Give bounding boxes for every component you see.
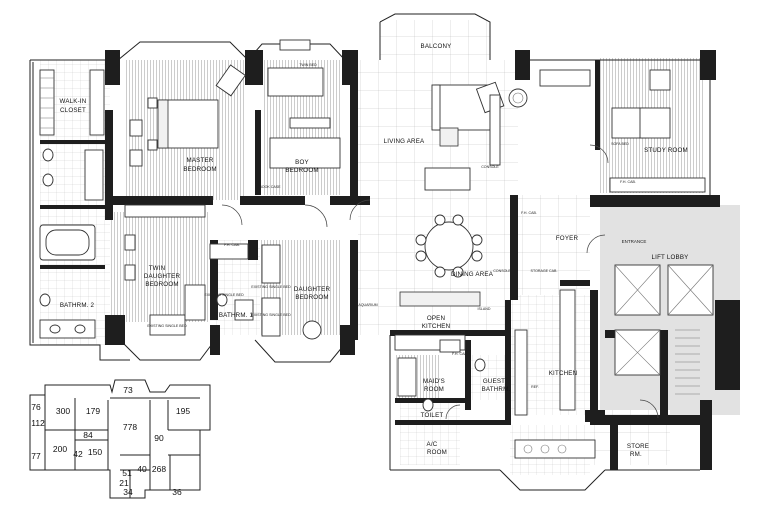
label-book-case: BOOK CASE	[259, 185, 281, 189]
key-area-112: 112	[31, 418, 45, 428]
label-daughter-bedroom-2: BEDROOM	[295, 294, 328, 301]
label-store-rm-1: STORE	[627, 443, 649, 450]
label-dining-area: DINING AREA	[451, 271, 494, 278]
label-store-rm-2: RM.	[630, 451, 642, 458]
label-fh-cab-1: F.H. CAB.	[224, 243, 240, 247]
label-master-bedroom-2: BEDROOM	[183, 166, 216, 173]
label-storage-cab: STORAGE CAB.	[531, 269, 558, 273]
label-maids-room-2: ROOM	[424, 386, 444, 393]
label-entrance: ENTRANCE	[622, 239, 647, 244]
label-existing-single-bed-1: EXISTING SINGLE BED	[204, 293, 244, 297]
label-open-kitchen-1: OPEN	[427, 315, 445, 322]
label-fh-cab-3: F.H. CAB.	[620, 180, 636, 184]
label-foyer: FOYER	[556, 235, 579, 242]
furniture	[39, 39, 714, 459]
label-walk-in-closet-2: CLOSET	[60, 107, 86, 114]
label-kitchen: KITCHEN	[549, 370, 578, 377]
label-living-area: LIVING AREA	[384, 138, 425, 145]
key-area-200: 200	[53, 444, 67, 454]
key-area-195: 195	[176, 406, 190, 416]
key-area-84: 84	[83, 430, 93, 440]
key-area-42: 42	[73, 449, 83, 459]
key-area-21: 21	[119, 478, 129, 488]
label-sofa-bed: SOFA BED	[611, 142, 629, 146]
key-area-73: 73	[123, 385, 133, 395]
key-area-40: 40	[137, 464, 147, 474]
label-ac-room-1: A/C	[427, 441, 438, 448]
walls	[29, 13, 740, 491]
label-twin-daughter-1: TWIN	[149, 265, 166, 272]
key-area-34: 34	[123, 487, 133, 497]
label-guest-bathrm-1: GUEST	[483, 378, 505, 385]
key-area-90: 90	[154, 433, 164, 443]
label-boy-bedroom-2: BEDROOM	[285, 167, 318, 174]
label-maids-room-1: MAID'S	[423, 378, 445, 385]
label-existing-single-bed-2: EXISTING SINGLE BED	[147, 324, 187, 328]
label-existing-single-bed-4: EXISTING SINGLE BED	[251, 313, 291, 317]
label-twin-daughter-2: DAUGHTER	[144, 273, 181, 280]
fixture-labels: TWIN BED BOOK CASE F.H. CAB. F.H. CAB. F…	[147, 63, 636, 389]
label-fh-cab-4: F.H. CAB.	[452, 352, 468, 356]
label-ref: REF.	[531, 385, 539, 389]
label-lift-lobby: LIFT LOBBY	[652, 254, 689, 261]
key-area-76: 76	[31, 402, 41, 412]
label-twin-daughter-3: BEDROOM	[145, 281, 178, 288]
label-walk-in-closet-1: WALK-IN	[60, 98, 87, 105]
label-daughter-bedroom-1: DAUGHTER	[294, 286, 331, 293]
label-bathrm-2: BATHRM. 2	[60, 302, 95, 309]
key-area-778: 778	[123, 422, 137, 432]
label-existing-single-bed-3: EXISTING SINGLE BED	[251, 285, 291, 289]
key-area-300: 300	[56, 406, 70, 416]
key-area-36: 36	[172, 487, 182, 497]
label-balcony: BALCONY	[421, 43, 452, 50]
key-area-179: 179	[86, 406, 100, 416]
key-area-150: 150	[88, 447, 102, 457]
label-aquarium: AQUARIUM	[358, 303, 377, 307]
label-toilet: TOILET	[421, 412, 444, 419]
label-guest-bathrm-2: BATHRM.	[482, 386, 511, 393]
label-console-1: CONSOLE	[481, 165, 499, 169]
label-island: ISLAND	[478, 307, 491, 311]
label-boy-bedroom-1: BOY	[295, 159, 309, 166]
label-console-2: CONSOLE	[493, 269, 511, 273]
label-twin-bed: TWIN BED	[299, 63, 317, 67]
key-area-268: 268	[152, 464, 166, 474]
key-plan: 73 76 300 179 195 112 778 84 90 200 42 1…	[29, 379, 211, 499]
label-study-room: STUDY ROOM	[644, 147, 688, 154]
label-bathrm-1: BATHRM. 1	[219, 312, 254, 319]
room-labels: BALCONY WALK-IN CLOSET MASTER BEDROOM BO…	[60, 43, 689, 458]
key-area-51: 51	[122, 468, 132, 478]
label-open-kitchen-2: KITCHEN	[422, 323, 451, 330]
label-ac-room-2: ROOM	[427, 449, 447, 456]
label-fh-cab-2: F.H. CAB.	[521, 211, 537, 215]
label-master-bedroom-1: MASTER	[187, 157, 214, 164]
key-area-77: 77	[31, 451, 41, 461]
